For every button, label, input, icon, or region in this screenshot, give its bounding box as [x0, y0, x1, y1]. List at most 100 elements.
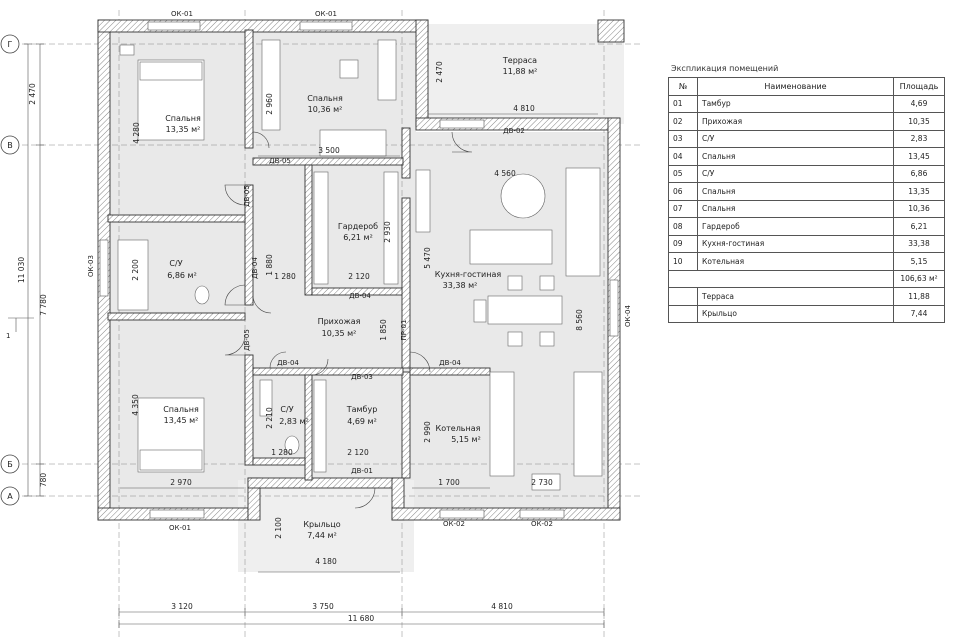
total-spacer [668, 269, 894, 288]
dim-2970: 2 970 [170, 478, 192, 487]
dim-2120-low: 2 120 [347, 448, 369, 457]
row-number: 08 [668, 217, 698, 236]
axis-label-b: Б [7, 460, 13, 469]
door-label-dv04-low: ДВ-04 [277, 359, 299, 367]
row-area: 13,35 [893, 182, 945, 201]
room-area-hall: 10,35 м² [322, 329, 357, 338]
dim-1280-mid: 1 280 [274, 272, 296, 281]
door-label-dv05-lower: ДВ-05 [243, 329, 251, 351]
door-labels: ДВ-02 ДВ-05 ДВ-05 ДВ-04 ДВ-05 ДВ-04 ДВ-0… [243, 127, 525, 475]
door-label-dv02: ДВ-02 [503, 127, 525, 135]
dim-1280-low: 1 280 [271, 448, 293, 457]
room-name-wc-s: С/У [280, 405, 293, 414]
dim-2990: 2 990 [423, 421, 432, 443]
row-area: 13,45 [893, 147, 945, 166]
doors [224, 131, 473, 509]
dim-7780: 7 780 [39, 294, 48, 316]
room-area-porch: 7,44 м² [307, 531, 337, 540]
extra-area: 11,88 [893, 287, 945, 306]
dimension-lines [8, 43, 605, 628]
row-name: С/У [697, 129, 894, 148]
total-area: 106,63 м² [893, 269, 945, 288]
interior-walls [107, 29, 491, 481]
room-name-porch: Крыльцо [303, 520, 340, 529]
room-area-bedroom-n: 10,36 м² [308, 105, 343, 114]
dim-4180: 4 180 [315, 557, 337, 566]
table-row: 03 С/У 2,83 [668, 129, 945, 148]
dim-4810-terrace: 4 810 [513, 104, 535, 113]
dim-1880: 1 880 [265, 254, 274, 276]
row-number: 01 [668, 94, 698, 113]
dim-4350: 4 350 [131, 394, 140, 416]
dim-2730: 2 730 [531, 478, 553, 487]
table-extra-row: Крыльцо 7,44 [668, 304, 945, 323]
row-name: Котельная [697, 252, 894, 271]
room-area-wc-s: 2,83 м² [279, 417, 309, 426]
row-name: Спальня [697, 199, 894, 218]
axis-marker-v [0, 135, 20, 155]
window-label-ok01-top-mid: ОК-01 [315, 10, 337, 18]
room-name-bedroom-nw: Спальня [165, 114, 201, 123]
section-mark: 1 [6, 332, 10, 340]
table-row: 04 Спальня 13,45 [668, 147, 945, 166]
room-name-bedroom-sw: Спальня [163, 405, 199, 414]
table-row: 07 Спальня 10,36 [668, 199, 945, 218]
row-number: 09 [668, 234, 698, 253]
axis-marker-b [0, 454, 20, 474]
row-number: 06 [668, 182, 698, 201]
dim-5470: 5 470 [423, 247, 432, 269]
dim-780: 780 [39, 473, 48, 488]
door-label-pr01: ПР-01 [400, 320, 408, 341]
room-name-vestibule: Тамбур [346, 405, 378, 414]
header-name: Наименование [697, 77, 894, 96]
window-labels: ОК-01 ОК-01 ОК-01 ОК-02 ОК-02 ОК-03 ОК-0… [87, 10, 632, 532]
row-name: С/У [697, 164, 894, 183]
window-label-ok04-right: ОК-04 [624, 305, 632, 327]
dim-3120: 3 120 [171, 602, 193, 611]
explication-table: Экспликация помещений № Наименование Пло… [668, 64, 945, 323]
dim-1700: 1 700 [438, 478, 460, 487]
dim-2470-terrace: 2 470 [435, 61, 444, 83]
explication-title: Экспликация помещений [671, 64, 779, 73]
dim-2210: 2 210 [265, 407, 274, 429]
dimension-labels: 2 470 11 030 7 780 780 2 470 4 810 2 960… [17, 61, 584, 623]
dim-11680: 11 680 [348, 614, 374, 623]
table-row: 02 Прихожая 10,35 [668, 112, 945, 131]
door-label-dv05-top: ДВ-05 [269, 157, 291, 165]
door-label-dv03: ДВ-03 [351, 373, 373, 381]
row-area: 6,86 [893, 164, 945, 183]
dim-4560: 4 560 [494, 169, 516, 178]
extra-spacer [668, 304, 698, 323]
dim-2930: 2 930 [383, 221, 392, 243]
extra-name: Терраса [697, 287, 894, 306]
row-name: Прихожая [697, 112, 894, 131]
room-name-boiler: Котельная [436, 424, 481, 433]
row-name: Спальня [697, 147, 894, 166]
row-number: 10 [668, 252, 698, 271]
door-label-dv04-left: ДВ-04 [251, 257, 259, 279]
window-label-ok03-left: ОК-03 [87, 255, 95, 277]
table-row: 09 Кухня-гостиная 33,38 [668, 234, 945, 253]
furniture [117, 39, 603, 491]
row-number: 04 [668, 147, 698, 166]
extra-name: Крыльцо [697, 304, 894, 323]
axis-marker-a [0, 486, 20, 506]
dim-2200: 2 200 [131, 259, 140, 281]
room-area-wc-w: 6,86 м² [167, 271, 197, 280]
table-row: 10 Котельная 5,15 [668, 252, 945, 271]
row-area: 6,21 [893, 217, 945, 236]
dim-2960: 2 960 [265, 93, 274, 115]
window-label-ok01-bottom: ОК-01 [169, 524, 191, 532]
extra-spacer [668, 287, 698, 306]
dim-2120-mid: 2 120 [348, 272, 370, 281]
dim-11030: 11 030 [17, 257, 26, 283]
window-label-ok02-bottom-right: ОК-02 [531, 520, 553, 528]
dim-8560: 8 560 [575, 309, 584, 331]
dim-4280: 4 280 [132, 122, 141, 144]
row-name: Гардероб [697, 217, 894, 236]
table-total-row: 106,63 м² [668, 269, 945, 288]
window-label-ok02-bottom-left: ОК-02 [443, 520, 465, 528]
table-row: 08 Гардероб 6,21 [668, 217, 945, 236]
axis-label-g: Г [8, 40, 13, 49]
dim-2100: 2 100 [274, 517, 283, 539]
